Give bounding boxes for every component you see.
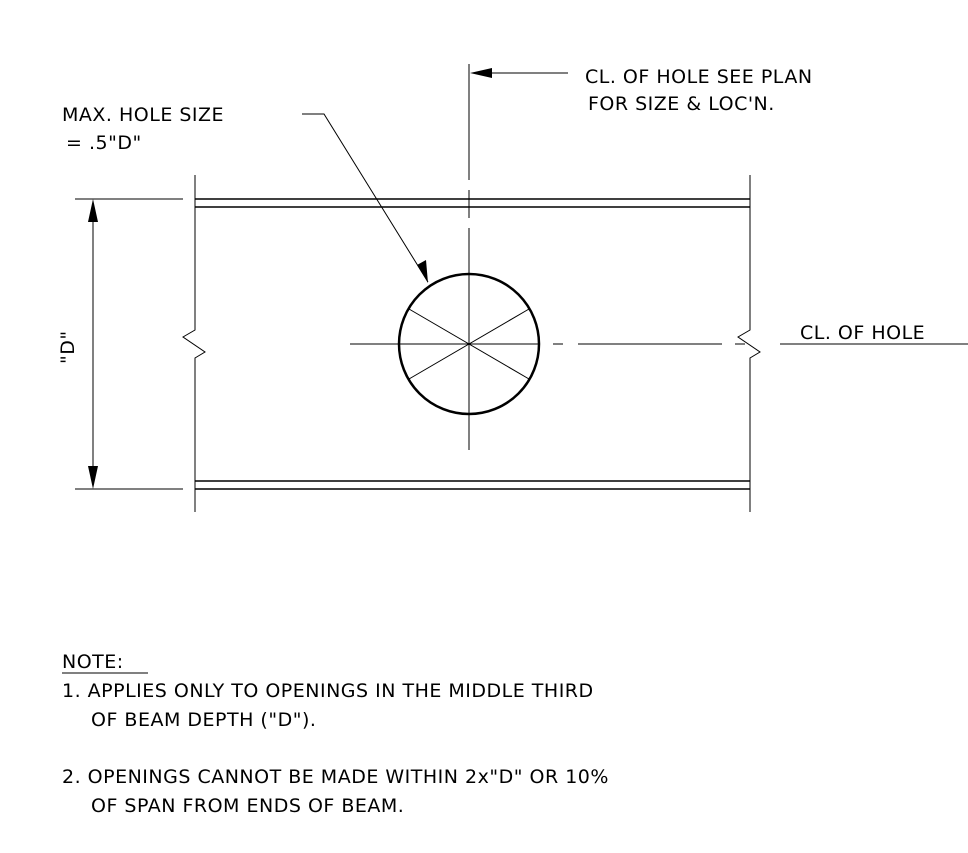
cl-hole-plan-label-line1: CL. OF HOLE SEE PLAN [585, 66, 813, 88]
max-hole-label-line1: MAX. HOLE SIZE [62, 104, 224, 126]
depth-dimension [75, 198, 183, 490]
left-break-line [182, 175, 206, 512]
notes-title: NOTE: [62, 651, 124, 673]
note-1-line2: OF BEAM DEPTH ("D"). [91, 709, 316, 731]
cl-hole-plan-label-line2: FOR SIZE & LOC'N. [588, 93, 775, 115]
note-2-line2: OF SPAN FROM ENDS OF BEAM. [91, 795, 404, 817]
notes-block: NOTE: 1. APPLIES ONLY TO OPENINGS IN THE… [62, 651, 609, 817]
note-2-line1: 2. OPENINGS CANNOT BE MADE WITHIN 2x"D" … [62, 766, 609, 788]
hole-circle [397, 272, 541, 416]
hole-diagonal-lines [408, 308, 530, 380]
max-hole-label-line2: = .5"D" [66, 132, 142, 154]
cl-plan-leader [470, 68, 568, 78]
beam-top-flange [195, 198, 750, 208]
right-break-line [737, 175, 761, 512]
note-1-line1: 1. APPLIES ONLY TO OPENINGS IN THE MIDDL… [62, 680, 594, 702]
beam-bottom-flange [195, 480, 750, 490]
cl-hole-right-label: CL. OF HOLE [800, 322, 925, 344]
depth-label: "D" [57, 330, 79, 364]
max-hole-leader [302, 113, 429, 283]
